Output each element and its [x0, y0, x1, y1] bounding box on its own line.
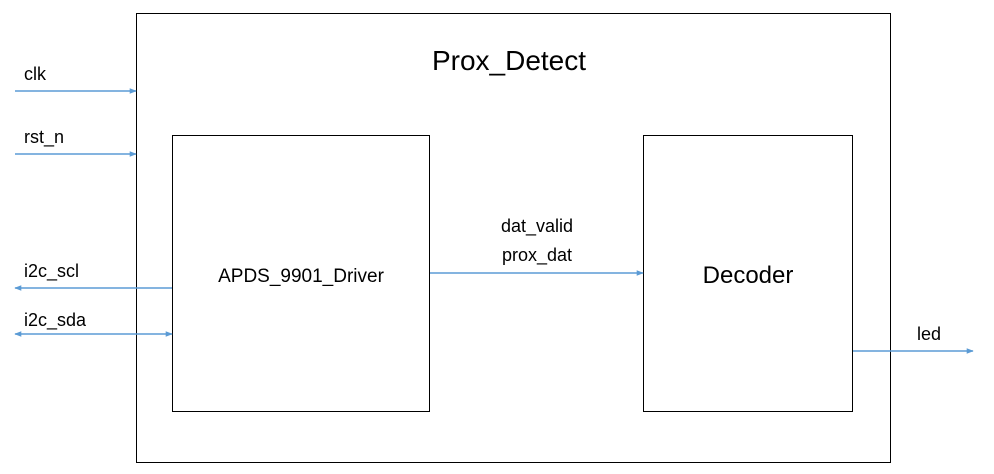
prox-detect-title: Prox_Detect [432, 45, 586, 76]
led-signal-label: led [917, 324, 941, 344]
apds-driver-block [172, 135, 430, 412]
prox-detect-module-box [136, 13, 891, 463]
decoder-label: Decoder [703, 262, 794, 289]
rst-n-signal-label: rst_n [24, 127, 64, 148]
dat-valid-signal-label: dat_valid [501, 216, 573, 237]
i2c-sda-signal-label: i2c_sda [24, 310, 87, 331]
i2c-scl-signal-label: i2c_scl [24, 261, 79, 282]
prox-dat-signal-label: prox_dat [502, 245, 572, 266]
apds-driver-label: APDS_9901_Driver [218, 266, 384, 287]
clk-signal-label: clk [24, 64, 47, 84]
